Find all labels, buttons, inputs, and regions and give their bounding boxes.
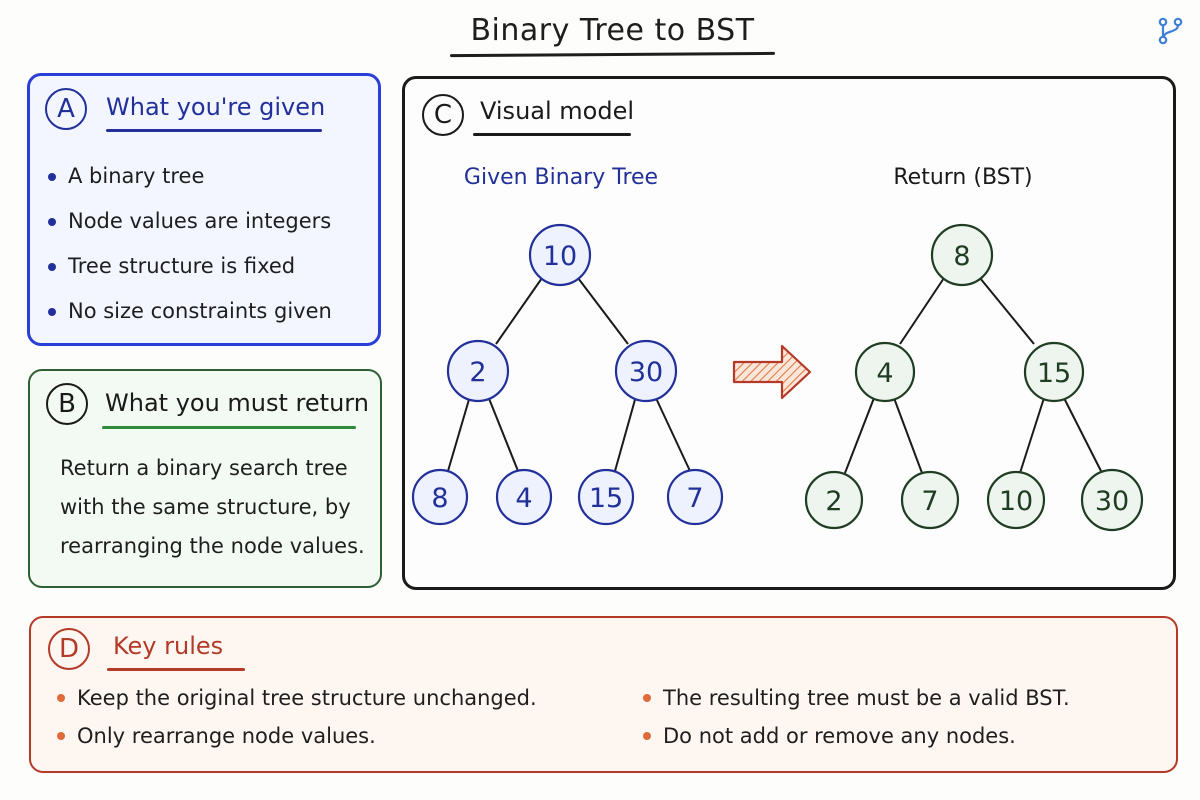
panel-return: B What you must return Return a binary s… (28, 369, 382, 588)
bullet-icon (48, 263, 56, 271)
tree-node: 2 (446, 339, 510, 403)
tree-node: 15 (1023, 341, 1085, 403)
svg-text:30: 30 (1095, 486, 1129, 517)
bullet-icon (48, 218, 56, 226)
bullet-icon (48, 308, 56, 316)
panel-c-heading: Visual model (480, 97, 635, 125)
svg-text:2: 2 (469, 357, 486, 388)
rules-list-right: The resulting tree must be a valid BST. … (641, 679, 1070, 755)
tree-node: 2 (804, 470, 864, 530)
badge-b: B (46, 383, 88, 425)
list-item: Keep the original tree structure unchang… (55, 679, 537, 717)
panel-a-heading-underline (106, 129, 322, 132)
panel-b-heading-underline (102, 426, 356, 429)
return-tree-edges (844, 277, 1103, 474)
branch-icon (1158, 17, 1183, 45)
list-item: The resulting tree must be a valid BST. (641, 679, 1070, 717)
panel-key-rules: D Key rules Keep the original tree struc… (29, 616, 1178, 773)
panel-c-heading-underline (473, 133, 631, 136)
svg-text:4: 4 (515, 483, 532, 514)
tree-diagram: Given Binary Tree Return (BST) 10 2 30 (411, 165, 1144, 532)
return-tree-nodes: 8 4 15 2 7 10 30 (804, 223, 1144, 532)
svg-text:30: 30 (629, 357, 663, 388)
given-tree-label: Given Binary Tree (464, 165, 658, 190)
tree-node: 4 (495, 468, 553, 526)
list-item: Only rearrange node values. (55, 717, 537, 755)
svg-text:7: 7 (686, 483, 703, 514)
svg-text:4: 4 (876, 358, 893, 389)
list-item: No size constraints given (46, 289, 332, 334)
panel-b-heading: What you must return (105, 389, 369, 417)
return-tree-label: Return (BST) (893, 165, 1032, 190)
list-item: Node values are integers (46, 199, 332, 244)
panel-d-heading: Key rules (113, 632, 224, 660)
badge-a: A (45, 88, 87, 130)
svg-text:7: 7 (921, 486, 938, 517)
svg-text:8: 8 (953, 241, 970, 272)
list-item: Tree structure is fixed (46, 244, 332, 289)
given-list: A binary tree Node values are integers T… (46, 154, 332, 334)
bullet-icon (643, 732, 651, 740)
panel-given: A What you're given A binary tree Node v… (27, 73, 381, 346)
svg-text:15: 15 (1037, 358, 1071, 389)
tree-node: 7 (900, 470, 960, 530)
tree-node: 15 (577, 468, 635, 526)
right-arrow-icon (732, 344, 812, 400)
tree-node: 7 (666, 468, 724, 526)
svg-text:8: 8 (431, 483, 448, 514)
tree-node: 8 (411, 468, 469, 526)
given-tree-edges (447, 277, 691, 472)
svg-text:10: 10 (999, 486, 1033, 517)
tree-node: 4 (854, 341, 916, 403)
tree-node: 30 (614, 339, 678, 403)
panel-d-heading-underline (107, 668, 245, 671)
return-description: Return a binary search tree with the sam… (60, 456, 365, 558)
page-title: Binary Tree to BST (470, 13, 755, 48)
bullet-icon (57, 732, 65, 740)
tree-node: 10 (528, 223, 592, 287)
badge-c: C (422, 94, 464, 136)
svg-text:2: 2 (825, 486, 842, 517)
bullet-icon (48, 173, 56, 181)
list-item: A binary tree (46, 154, 332, 199)
svg-text:15: 15 (589, 483, 623, 514)
tree-node: 10 (986, 470, 1046, 530)
bullet-icon (57, 694, 65, 702)
list-item: Do not add or remove any nodes. (641, 717, 1070, 755)
tree-node: 8 (930, 223, 994, 287)
given-tree-nodes: 10 2 30 8 4 15 7 (411, 223, 724, 526)
svg-text:10: 10 (543, 241, 577, 272)
panel-a-heading: What you're given (106, 93, 326, 121)
badge-d: D (48, 628, 90, 670)
bullet-icon (643, 694, 651, 702)
rules-list-left: Keep the original tree structure unchang… (55, 679, 537, 755)
tree-node: 30 (1080, 468, 1144, 532)
